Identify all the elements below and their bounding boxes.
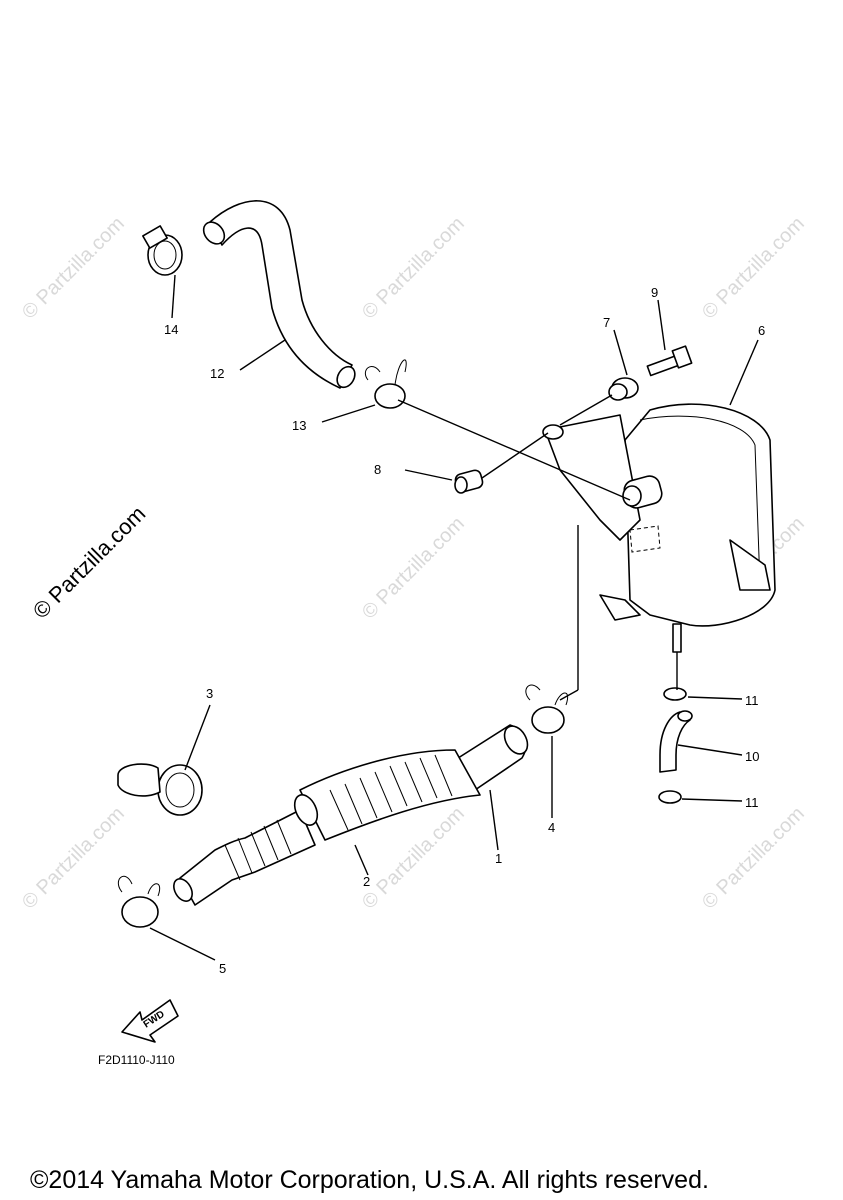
- callout-11-bottom: 11: [745, 795, 759, 810]
- figure-code: F2D1110-J110: [98, 1053, 175, 1067]
- callout-8: 8: [374, 462, 381, 477]
- partzilla-watermark: © Partzilla.com: [28, 501, 151, 624]
- callout-11-top: 11: [745, 693, 759, 708]
- clip-11-top: [663, 687, 687, 701]
- watermark-text: © Partzilla.com: [358, 513, 469, 624]
- watermark-text: © Partzilla.com: [358, 213, 469, 324]
- clip-4: [525, 684, 569, 734]
- callout-14: 14: [164, 322, 178, 337]
- callout-13: 13: [292, 418, 306, 433]
- callout-10: 10: [745, 749, 759, 764]
- clip-11-bottom: [658, 790, 682, 804]
- hose-10: [659, 710, 693, 773]
- callout-4: 4: [548, 820, 555, 835]
- watermark-text: © Partzilla.com: [698, 213, 809, 324]
- clamp-14: [142, 225, 183, 276]
- clip-5: [117, 875, 161, 928]
- watermark-text: © Partzilla.com: [18, 213, 129, 324]
- grommet-7: [608, 377, 639, 401]
- hose-1: [454, 724, 529, 791]
- callouts: 14 12 13 8 7 9 6 3 4 1 2 5 11 10 11: [164, 285, 765, 976]
- callout-6: 6: [758, 323, 765, 338]
- copyright-text: ©2014 Yamaha Motor Corporation, U.S.A. A…: [30, 1166, 709, 1194]
- callout-5: 5: [219, 961, 226, 976]
- clamp-3: [117, 763, 203, 816]
- callout-3: 3: [206, 686, 213, 701]
- assembly-lines: [397, 394, 678, 701]
- clip-13: [364, 359, 407, 409]
- hose-12: [202, 200, 356, 389]
- watermark-text: © Partzilla.com: [698, 803, 809, 914]
- callout-1: 1: [495, 851, 502, 866]
- callout-9: 9: [651, 285, 658, 300]
- leader-lines: [149, 274, 759, 961]
- callout-2: 2: [363, 874, 370, 889]
- callout-7: 7: [603, 315, 610, 330]
- bolt-9: [646, 345, 693, 377]
- fwd-arrow-icon: FWD: [121, 999, 179, 1043]
- hose-2: [173, 749, 481, 906]
- collar-8: [454, 469, 484, 494]
- callout-12: 12: [210, 366, 224, 381]
- watermark-text: © Partzilla.com: [18, 803, 129, 914]
